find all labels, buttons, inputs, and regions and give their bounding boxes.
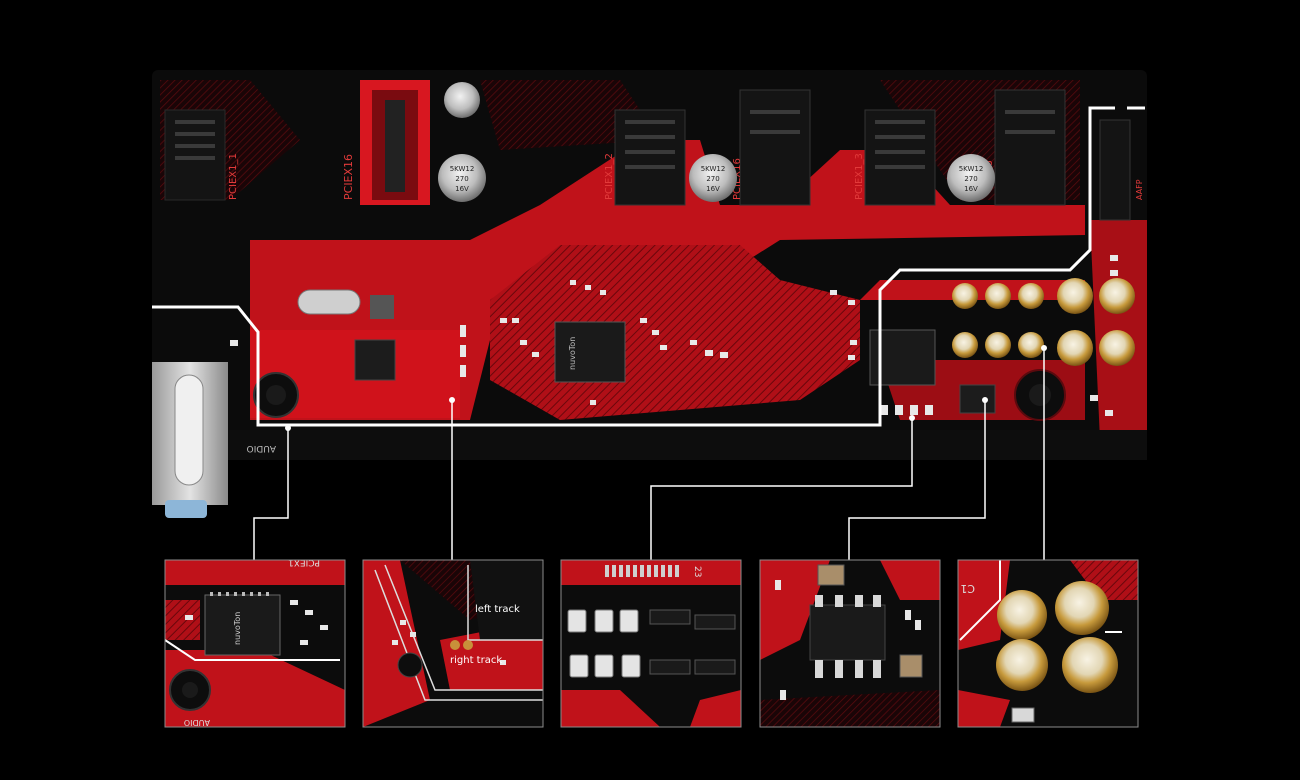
inset4-frame	[759, 559, 941, 728]
inset-audio-tracks: left track right track	[362, 559, 544, 728]
inset2-frame	[362, 559, 544, 728]
cap2-line1: 5KW12	[701, 165, 726, 173]
inset1-audio-label: AUDIO	[184, 718, 210, 727]
inset-opamp-chip	[759, 559, 941, 728]
inset2-right-track-label: right track	[450, 655, 502, 666]
main-chip-brand: nuvoTon	[568, 337, 577, 370]
cap2-line2: 270	[706, 175, 719, 183]
audio-jack	[152, 362, 228, 518]
callout-dots	[285, 345, 1047, 431]
inset3-frame	[560, 559, 742, 728]
cap3-line2: 270	[964, 175, 977, 183]
audio-label: AUDIO	[247, 443, 276, 453]
cap1-line1: 5KW12	[450, 165, 475, 173]
audio-isolation-line	[152, 106, 1145, 427]
inset1-slot-text: PCIEX1	[288, 557, 320, 567]
callout-lines	[253, 348, 1045, 560]
inset1-frame	[164, 559, 346, 728]
slot-label-3: PCIEX1_2	[604, 153, 615, 200]
inset5-edge-text: C1	[960, 582, 975, 595]
pcie-slots: PCIEX1_1 PCIEX16 PCIEX1_2 PCIEX16 PCIEX1…	[164, 80, 1144, 221]
inset-smd-array: 23	[560, 559, 742, 728]
inset1-chip-brand: nuvoTon	[233, 612, 242, 645]
inset-codec-chip: nuvoTon PCIEX1 AUDIO	[164, 557, 346, 728]
silver-capacitors: 5KW12 270 16V 5KW12 270 16V 5KW12 270 16…	[438, 82, 995, 202]
slot-label-4: PCIEX16	[732, 158, 743, 200]
slot-label-5: PCIEX1_3	[854, 153, 865, 200]
inset5-frame	[957, 559, 1139, 728]
inset2-left-track-label: left track	[475, 604, 520, 615]
gold-audio-capacitors	[952, 278, 1135, 366]
cap3-line1: 5KW12	[959, 165, 984, 173]
inset-gold-capacitors: C1	[957, 559, 1139, 728]
cap1-line3: 16V	[455, 185, 469, 193]
slot-label-2: PCIEX16	[342, 154, 355, 200]
inset3-pin-number: 23	[692, 566, 702, 577]
cap2-line3: 16V	[706, 185, 720, 193]
cap1-line2: 270	[455, 175, 468, 183]
cap3-line3: 16V	[964, 185, 978, 193]
side-label: AAFP	[1135, 179, 1144, 200]
slot-label-1: PCIEX1_1	[228, 153, 239, 200]
